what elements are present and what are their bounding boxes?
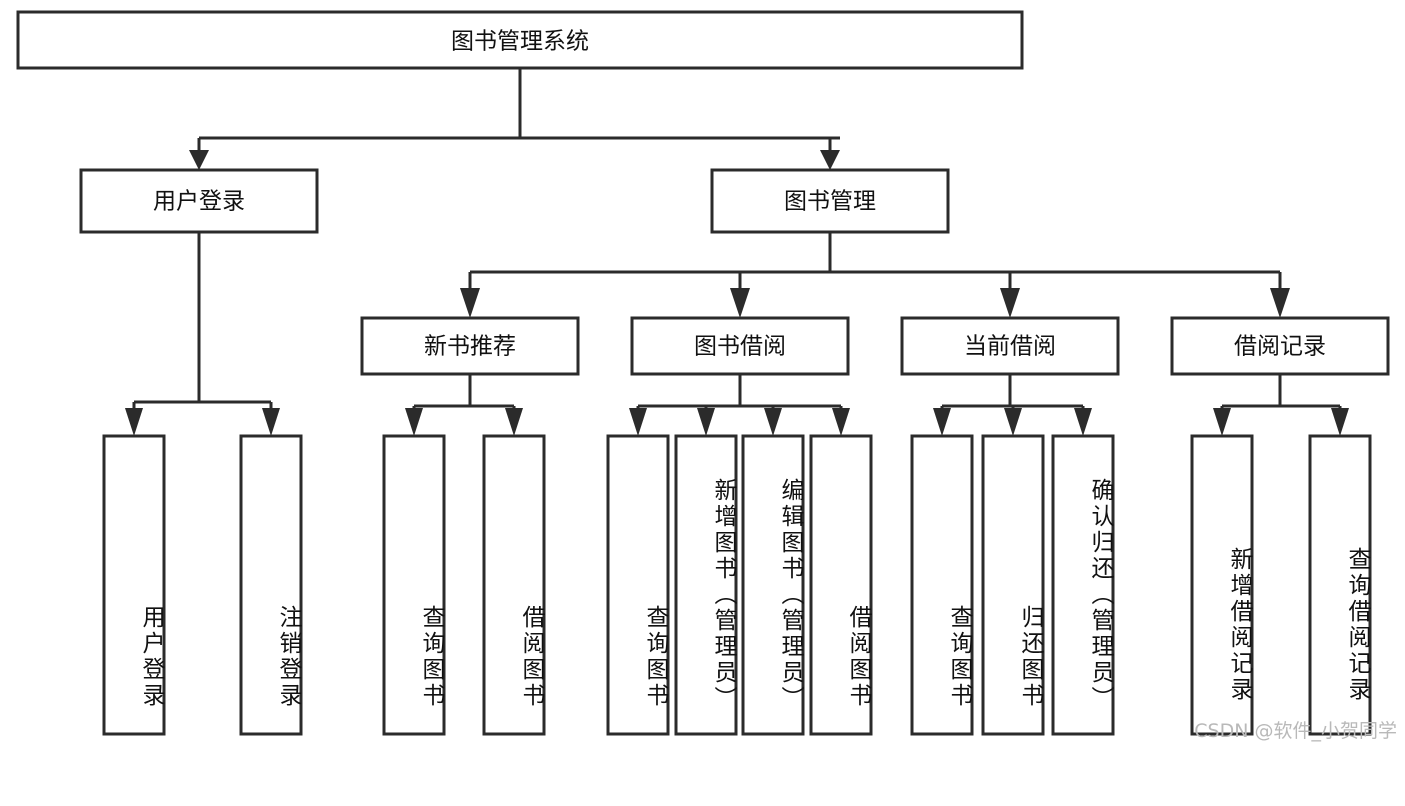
arrow-icon-leaf-logout-login [262,408,280,436]
node-current-borrow-box[interactable] [900,316,1120,376]
node-leaf-edit-book-admin-box[interactable] [741,434,805,736]
node-root-box[interactable] [16,10,1024,70]
node-leaf-borrow-book-borrow-box[interactable] [809,434,873,736]
arrow-icon-leaf-add-book-admin [697,408,715,436]
node-book-management-box[interactable] [710,168,950,234]
node-leaf-add-book-admin-box[interactable] [674,434,738,736]
node-leaf-logout-login-box[interactable] [239,434,303,736]
node-root[interactable]: 图书管理系统 [16,10,1024,70]
node-book-borrow-label: 图书借阅 [694,334,786,360]
node-leaf-query-book-recommend-box[interactable] [382,434,446,736]
arrow-icon-leaf-return-book [1004,408,1022,436]
node-borrow-record-box[interactable] [1170,316,1390,376]
node-new-book-recommend-box[interactable] [360,316,580,376]
arrow-icon-book-borrow [730,288,750,318]
arrow-icon-leaf-query-book-current [933,408,951,436]
node-leaf-query-borrow-record-box[interactable] [1308,434,1372,736]
arrow-icon-leaf-edit-book-admin [764,408,782,436]
node-user-login-label: 用户登录 [153,189,245,215]
node-new-book-recommend[interactable]: 新书推荐 [360,316,580,376]
node-leaf-return-book-box[interactable] [981,434,1045,736]
node-leaf-user-login-box[interactable] [102,434,166,736]
csdn-watermark: CSDN @软件_小贺同学 [1194,720,1397,742]
node-book-management[interactable]: 图书管理 [710,168,950,234]
node-new-book-recommend-label: 新书推荐 [424,334,516,360]
node-current-borrow-label: 当前借阅 [964,334,1056,360]
node-leaf-borrow-book-recommend-box[interactable] [482,434,546,736]
node-leaf-add-borrow-record-box[interactable] [1190,434,1254,736]
arrow-icon-borrow-record [1270,288,1290,318]
arrow-icon-book-management [820,150,840,170]
node-leaf-query-book-borrow-box[interactable] [606,434,670,736]
node-leaf-query-book-current-box[interactable] [910,434,974,736]
arrow-icon-leaf-query-borrow-record [1331,408,1349,436]
arrow-icon-leaf-borrow-book-borrow [832,408,850,436]
arrowhead-layer [125,150,1349,436]
node-book-management-label: 图书管理 [784,189,876,215]
arrow-icon-leaf-user-login [125,408,143,436]
leaf-layer [102,434,1372,736]
node-user-login-box[interactable] [79,168,319,234]
functional-structure-diagram: 图书管理系统 用户登录 图书管理 新书推荐 图书借阅 当前借阅 借阅记录 [16,10,1397,742]
arrow-icon-leaf-confirm-return-admin [1074,408,1092,436]
node-borrow-record[interactable]: 借阅记录 [1170,316,1390,376]
node-book-borrow-box[interactable] [630,316,850,376]
node-current-borrow[interactable]: 当前借阅 [900,316,1120,376]
diagram-canvas: 图书管理系统 用户登录 图书管理 新书推荐 图书借阅 当前借阅 借阅记录 [16,10,1390,736]
arrow-icon-leaf-borrow-book-recommend [505,408,523,436]
node-root-label: 图书管理系统 [451,29,589,55]
node-borrow-record-label: 借阅记录 [1234,334,1326,360]
arrow-icon-leaf-query-book-recommend [405,408,423,436]
node-user-login[interactable]: 用户登录 [79,168,319,234]
arrow-icon-current-borrow [1000,288,1020,318]
arrow-icon-user-login [189,150,209,170]
node-leaf-confirm-return-admin-box[interactable] [1051,434,1115,736]
arrow-icon-new-book-recommend [460,288,480,318]
node-book-borrow[interactable]: 图书借阅 [630,316,850,376]
arrow-icon-leaf-query-book-borrow [629,408,647,436]
arrow-icon-leaf-add-borrow-record [1213,408,1231,436]
